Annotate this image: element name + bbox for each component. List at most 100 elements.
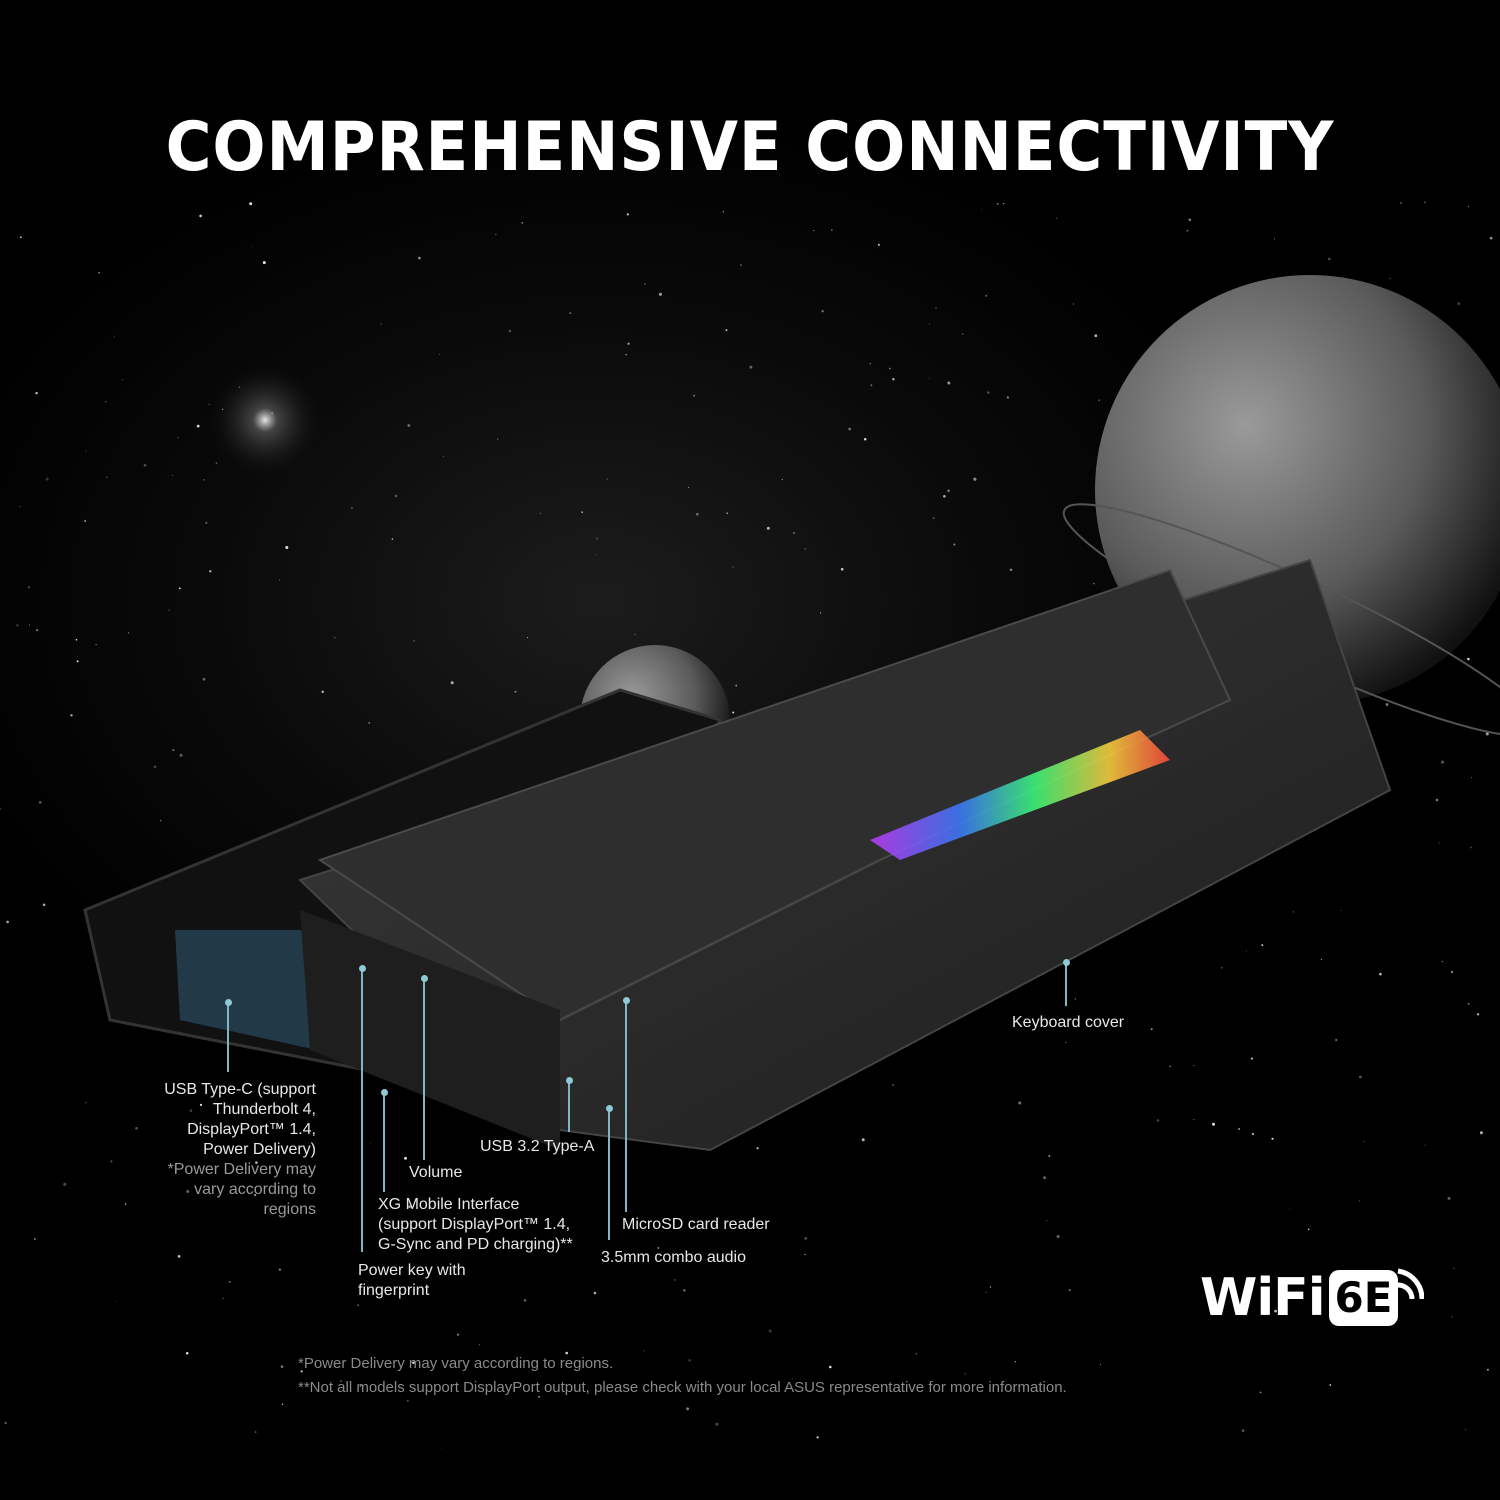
star — [889, 367, 891, 370]
star — [438, 353, 441, 356]
star — [821, 310, 824, 313]
star — [565, 1351, 568, 1355]
star — [280, 1365, 284, 1368]
label-usb-c: USB Type-C (support Thunderbolt 4, Displ… — [120, 1080, 316, 1220]
star — [75, 638, 78, 641]
star — [209, 570, 212, 573]
star — [1261, 944, 1264, 947]
star — [1259, 1391, 1262, 1394]
label-note: vary according to — [194, 1181, 316, 1198]
star — [19, 506, 21, 508]
star — [840, 567, 844, 571]
footnote-1: *Power Delivery may vary according to re… — [298, 1355, 614, 1372]
star — [848, 427, 852, 431]
star — [394, 494, 398, 498]
star — [179, 753, 183, 757]
star — [399, 1395, 401, 1396]
star — [1440, 760, 1445, 764]
star — [285, 545, 289, 550]
star — [124, 1203, 127, 1205]
star — [38, 801, 42, 804]
star — [626, 213, 629, 216]
star — [1471, 777, 1473, 778]
star — [254, 1431, 257, 1433]
star — [687, 486, 690, 489]
star — [1329, 1384, 1332, 1386]
star — [406, 1399, 409, 1402]
star — [1241, 1429, 1245, 1432]
star — [159, 819, 162, 822]
star — [418, 256, 421, 260]
star — [634, 633, 636, 636]
label-line: DisplayPort™ 1.4, — [187, 1121, 316, 1138]
star — [408, 1205, 411, 1209]
star — [127, 632, 129, 634]
star — [1245, 950, 1247, 952]
star — [673, 1278, 676, 1281]
star — [63, 1182, 67, 1186]
label-line: XG Mobile Interface — [378, 1196, 520, 1213]
star — [70, 714, 73, 717]
star — [478, 1344, 481, 1346]
star — [122, 379, 124, 381]
star — [1193, 1065, 1195, 1067]
star — [1400, 202, 1402, 204]
star — [1006, 396, 1009, 399]
star — [569, 312, 572, 315]
rgb-light-window — [870, 730, 1170, 860]
star — [928, 377, 930, 379]
star — [947, 381, 951, 385]
star — [1056, 217, 1058, 219]
star — [756, 1147, 759, 1150]
star — [1150, 1028, 1153, 1031]
star — [357, 1304, 359, 1307]
label-volume: Volume — [409, 1164, 463, 1181]
star — [1188, 218, 1192, 222]
star — [829, 1365, 832, 1369]
star — [4, 1421, 7, 1425]
page-title: COMPREHENSIVE CONNECTIVITY — [165, 108, 1335, 187]
star — [1451, 1316, 1453, 1318]
star — [412, 1361, 415, 1364]
star — [943, 494, 946, 498]
star — [1274, 1309, 1277, 1313]
star — [715, 1223, 718, 1226]
star — [696, 512, 699, 516]
star — [627, 342, 630, 345]
star — [281, 1403, 284, 1405]
star — [749, 365, 753, 369]
star — [19, 236, 22, 239]
star — [816, 1436, 819, 1439]
leader-keyboard — [1065, 962, 1067, 1006]
star — [1156, 1119, 1160, 1122]
star — [804, 1253, 806, 1256]
star — [1479, 1131, 1483, 1135]
star — [85, 450, 87, 452]
label-line: Thunderbolt 4, — [212, 1101, 316, 1118]
star — [964, 1373, 966, 1375]
star — [863, 438, 867, 441]
star — [1048, 1155, 1051, 1157]
label-note: regions — [263, 1201, 316, 1218]
star — [84, 520, 87, 522]
star — [413, 640, 415, 642]
leader-dot — [358, 965, 366, 972]
star — [725, 329, 728, 332]
star — [177, 1255, 181, 1258]
label-line: USB Type-C (support — [164, 1081, 316, 1098]
star — [996, 202, 999, 205]
star — [928, 323, 930, 325]
leader-dot — [605, 1105, 613, 1112]
star — [1046, 1220, 1048, 1222]
star — [196, 424, 200, 428]
star — [113, 336, 115, 338]
star — [369, 1142, 371, 1144]
star — [877, 243, 880, 246]
star — [1043, 1176, 1046, 1180]
star — [726, 512, 729, 515]
leader-usb-a — [568, 1080, 570, 1132]
wifi-logo-text: WiFi — [1200, 1268, 1326, 1328]
star — [185, 1351, 189, 1355]
